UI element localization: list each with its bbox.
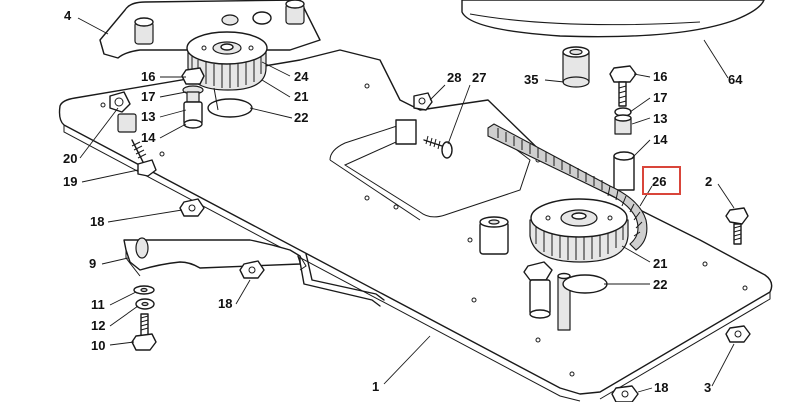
- part-18-nut-middle: [239, 260, 265, 279]
- callout-35: 35: [524, 72, 538, 87]
- part-9-bracket: [123, 237, 307, 277]
- callout-12: 12: [91, 318, 105, 333]
- part-1-base-plate: [58, 49, 773, 402]
- leader-lines: [77, 17, 735, 393]
- part-3-nut: [725, 325, 751, 343]
- callout-22-upper: 22: [294, 110, 308, 125]
- callout-64: 64: [728, 72, 743, 87]
- rod-linkage: [297, 253, 385, 307]
- callout-19: 19: [63, 174, 77, 189]
- callout-2: 2: [705, 174, 712, 189]
- callout-16-upper: 16: [141, 69, 155, 84]
- callout-21-lower: 21: [653, 256, 667, 271]
- callout-1: 1: [372, 379, 379, 394]
- callout-22-lower: 22: [653, 277, 667, 292]
- callout-16-right: 16: [653, 69, 667, 84]
- callout-3: 3: [704, 380, 711, 395]
- upper-shaft-stack: [181, 67, 253, 129]
- hardware-11-12-10: [131, 285, 157, 351]
- callout-4: 4: [64, 8, 72, 23]
- callout-11: 11: [91, 297, 105, 312]
- part-19-bolt: [131, 139, 157, 177]
- callout-20: 20: [63, 151, 77, 166]
- callout-9: 9: [89, 256, 96, 271]
- callout-27: 27: [472, 70, 486, 85]
- callout-10: 10: [91, 338, 105, 353]
- right-shaft-stack: [609, 65, 637, 191]
- callout-labels: 4 16 17 13 14 24 21 22 20 19 28 27 35 16…: [63, 8, 743, 395]
- part-27-screw: [395, 119, 453, 159]
- part-18-nut-bottom: [611, 385, 639, 402]
- callout-18-left: 18: [90, 214, 104, 229]
- part-28-nut: [413, 92, 433, 111]
- callout-28: 28: [447, 70, 461, 85]
- part-35-bushing: [562, 46, 590, 88]
- callout-17-upper: 17: [141, 89, 155, 104]
- callout-18-middle: 18: [218, 296, 232, 311]
- part-2-bolt: [725, 207, 749, 245]
- callout-26-highlight: [642, 166, 681, 195]
- callout-14-upper: 14: [141, 130, 156, 145]
- part-26-toothed-belt: [487, 123, 648, 251]
- callout-24: 24: [294, 69, 309, 84]
- callout-13-right: 13: [653, 111, 667, 126]
- part-21-lower-pulley: [529, 198, 629, 263]
- part-20-clip: [109, 91, 137, 133]
- lower-spindle: [523, 261, 608, 331]
- center-spacer: [479, 216, 509, 255]
- callout-17-right: 17: [653, 90, 667, 105]
- part-64-housing: [461, 0, 765, 38]
- callout-14-right: 14: [653, 132, 668, 147]
- callout-18-bottom: 18: [654, 380, 668, 395]
- part-18-nut-left: [179, 198, 205, 217]
- callout-26: 26: [652, 174, 666, 189]
- part-24-upper-pulley: [186, 31, 268, 91]
- callout-21-upper: 21: [294, 89, 308, 104]
- callout-13-upper: 13: [141, 109, 155, 124]
